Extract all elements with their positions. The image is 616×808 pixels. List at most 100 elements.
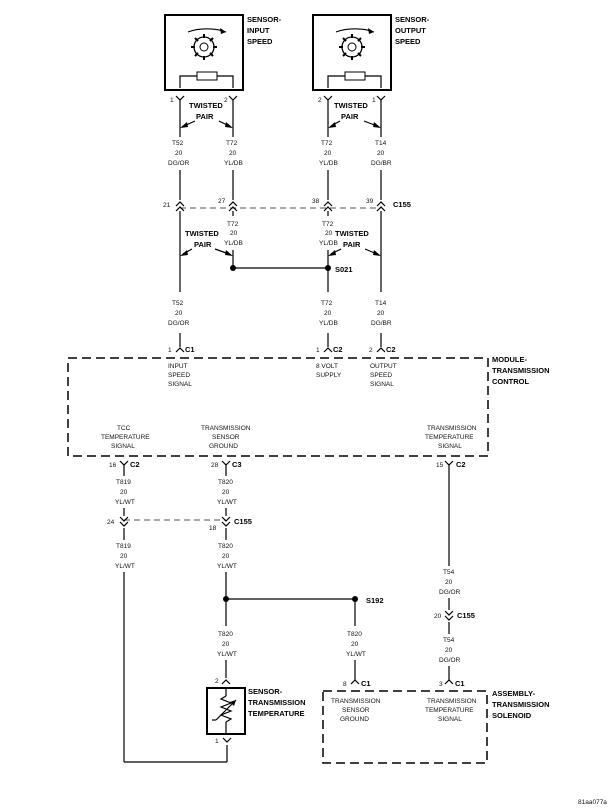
svg-text:21: 21 (163, 202, 171, 209)
svg-text:20: 20 (445, 647, 453, 654)
svg-text:MODULE-: MODULE- (492, 355, 527, 364)
svg-text:GROUND: GROUND (209, 443, 238, 450)
mid-wire-labels: T72 20 YL/DB T72 20 YL/DB (224, 221, 338, 247)
svg-text:PAIR: PAIR (341, 112, 359, 121)
svg-text:1: 1 (316, 347, 320, 354)
svg-text:8 VOLT: 8 VOLT (316, 363, 338, 370)
c155-label: C155 (393, 200, 411, 209)
svg-text:20: 20 (222, 489, 230, 496)
input-sensor-label-3: SPEED (247, 37, 273, 46)
svg-text:8: 8 (343, 681, 347, 688)
svg-text:TRANSMISSION: TRANSMISSION (427, 698, 477, 705)
svg-text:20: 20 (324, 310, 332, 317)
figure-id: 81aa077a (578, 799, 607, 806)
svg-text:20: 20 (351, 641, 359, 648)
svg-text:SIGNAL: SIGNAL (438, 716, 462, 723)
c155-mid-connector: 24 18 C155 (107, 516, 252, 532)
svg-text:C1: C1 (185, 345, 195, 354)
svg-text:SPEED: SPEED (370, 372, 392, 379)
svg-text:ASSEMBLY-: ASSEMBLY- (492, 689, 536, 698)
sensor-pin-chevrons (175, 95, 386, 101)
svg-text:T72: T72 (227, 221, 239, 228)
svg-text:T14: T14 (375, 300, 387, 307)
svg-text:TEMPERATURE: TEMPERATURE (425, 707, 474, 714)
svg-text:15: 15 (436, 462, 444, 469)
svg-text:TWISTED: TWISTED (335, 229, 369, 238)
svg-text:TRANSMISSION: TRANSMISSION (201, 425, 251, 432)
thermistor-icon (219, 695, 233, 723)
input-speed-sensor: SENSOR- INPUT SPEED 1 2 (164, 14, 282, 104)
svg-text:TWISTED: TWISTED (334, 101, 368, 110)
svg-text:T820: T820 (347, 631, 362, 638)
svg-text:YL/WT: YL/WT (217, 563, 237, 570)
svg-text:DG/OR: DG/OR (168, 320, 190, 327)
twisted-pair-middle: TWISTED PAIR TWISTED PAIR (180, 229, 381, 256)
svg-text:16: 16 (109, 462, 117, 469)
svg-text:YL/DB: YL/DB (224, 160, 243, 167)
c155-top-connector: 21 27 38 39 C155 (163, 198, 411, 212)
svg-text:DG/BR: DG/BR (371, 320, 392, 327)
svg-text:39: 39 (366, 198, 374, 205)
svg-text:2: 2 (215, 678, 219, 685)
output-sensor-label-3: SPEED (395, 37, 421, 46)
svg-text:DG/OR: DG/OR (168, 160, 190, 167)
svg-text:SIGNAL: SIGNAL (438, 443, 462, 450)
svg-text:DG/OR: DG/OR (439, 657, 461, 664)
svg-text:TRANSMISSION: TRANSMISSION (331, 698, 381, 705)
svg-text:27: 27 (218, 198, 226, 205)
svg-text:1: 1 (215, 738, 219, 745)
svg-text:TWISTED: TWISTED (185, 229, 219, 238)
svg-text:C2: C2 (130, 460, 140, 469)
output-sensor-label-1: SENSOR- (395, 15, 430, 24)
svg-text:C155: C155 (457, 611, 475, 620)
svg-text:C1: C1 (361, 679, 371, 688)
svg-text:C1: C1 (455, 679, 465, 688)
top-wire-labels: T52 20 DG/OR T72 20 YL/DB T72 20 YL/DB T… (168, 140, 392, 167)
svg-text:PAIR: PAIR (196, 112, 214, 121)
svg-text:SIGNAL: SIGNAL (370, 381, 394, 388)
svg-text:YL/DB: YL/DB (319, 320, 338, 327)
input-sensor-label-1: SENSOR- (247, 15, 282, 24)
svg-text:TCC: TCC (117, 425, 131, 432)
s021-splice: S021 (230, 265, 353, 274)
svg-text:20: 20 (120, 553, 128, 560)
svg-text:1: 1 (372, 97, 376, 104)
svg-text:DG/BR: DG/BR (371, 160, 392, 167)
svg-text:20: 20 (222, 641, 230, 648)
svg-text:T72: T72 (322, 221, 334, 228)
svg-text:T52: T52 (172, 140, 184, 147)
svg-text:2: 2 (318, 97, 322, 104)
svg-text:20: 20 (377, 150, 385, 157)
svg-text:SIGNAL: SIGNAL (168, 381, 192, 388)
svg-text:1: 1 (168, 347, 172, 354)
svg-text:SUPPLY: SUPPLY (316, 372, 342, 379)
svg-text:1: 1 (170, 97, 174, 104)
svg-text:18: 18 (209, 525, 217, 532)
svg-text:TEMPERATURE: TEMPERATURE (248, 709, 305, 718)
svg-text:YL/DB: YL/DB (319, 240, 338, 247)
svg-text:T52: T52 (172, 300, 184, 307)
c155-right-connector: 20 C155 (434, 610, 475, 621)
output-speed-sensor: SENSOR- OUTPUT SPEED 2 1 (312, 14, 430, 104)
svg-text:INPUT: INPUT (168, 363, 188, 370)
svg-text:20: 20 (324, 150, 332, 157)
svg-text:TRANSMISSION: TRANSMISSION (427, 425, 477, 432)
svg-text:GROUND: GROUND (340, 716, 369, 723)
svg-text:YL/DB: YL/DB (224, 240, 243, 247)
svg-text:2: 2 (369, 347, 373, 354)
pre-module-wire-labels: T52 20 DG/OR T72 20 YL/DB T14 20 DG/BR (168, 300, 392, 327)
svg-text:T54: T54 (443, 569, 455, 576)
twisted-pair-top: TWISTED PAIR TWISTED PAIR (180, 101, 381, 128)
svg-text:SENSOR: SENSOR (212, 434, 240, 441)
svg-text:C155: C155 (234, 517, 252, 526)
svg-text:20: 20 (222, 553, 230, 560)
svg-text:20: 20 (434, 613, 442, 620)
transmission-temperature-sensor: 2 1 SENSOR- TRANSMISSION TEMPERATURE (206, 678, 306, 745)
svg-text:DG/OR: DG/OR (439, 589, 461, 596)
svg-text:T819: T819 (116, 479, 131, 486)
svg-text:20: 20 (120, 489, 128, 496)
svg-text:SENSOR: SENSOR (342, 707, 370, 714)
svg-text:C3: C3 (232, 460, 242, 469)
